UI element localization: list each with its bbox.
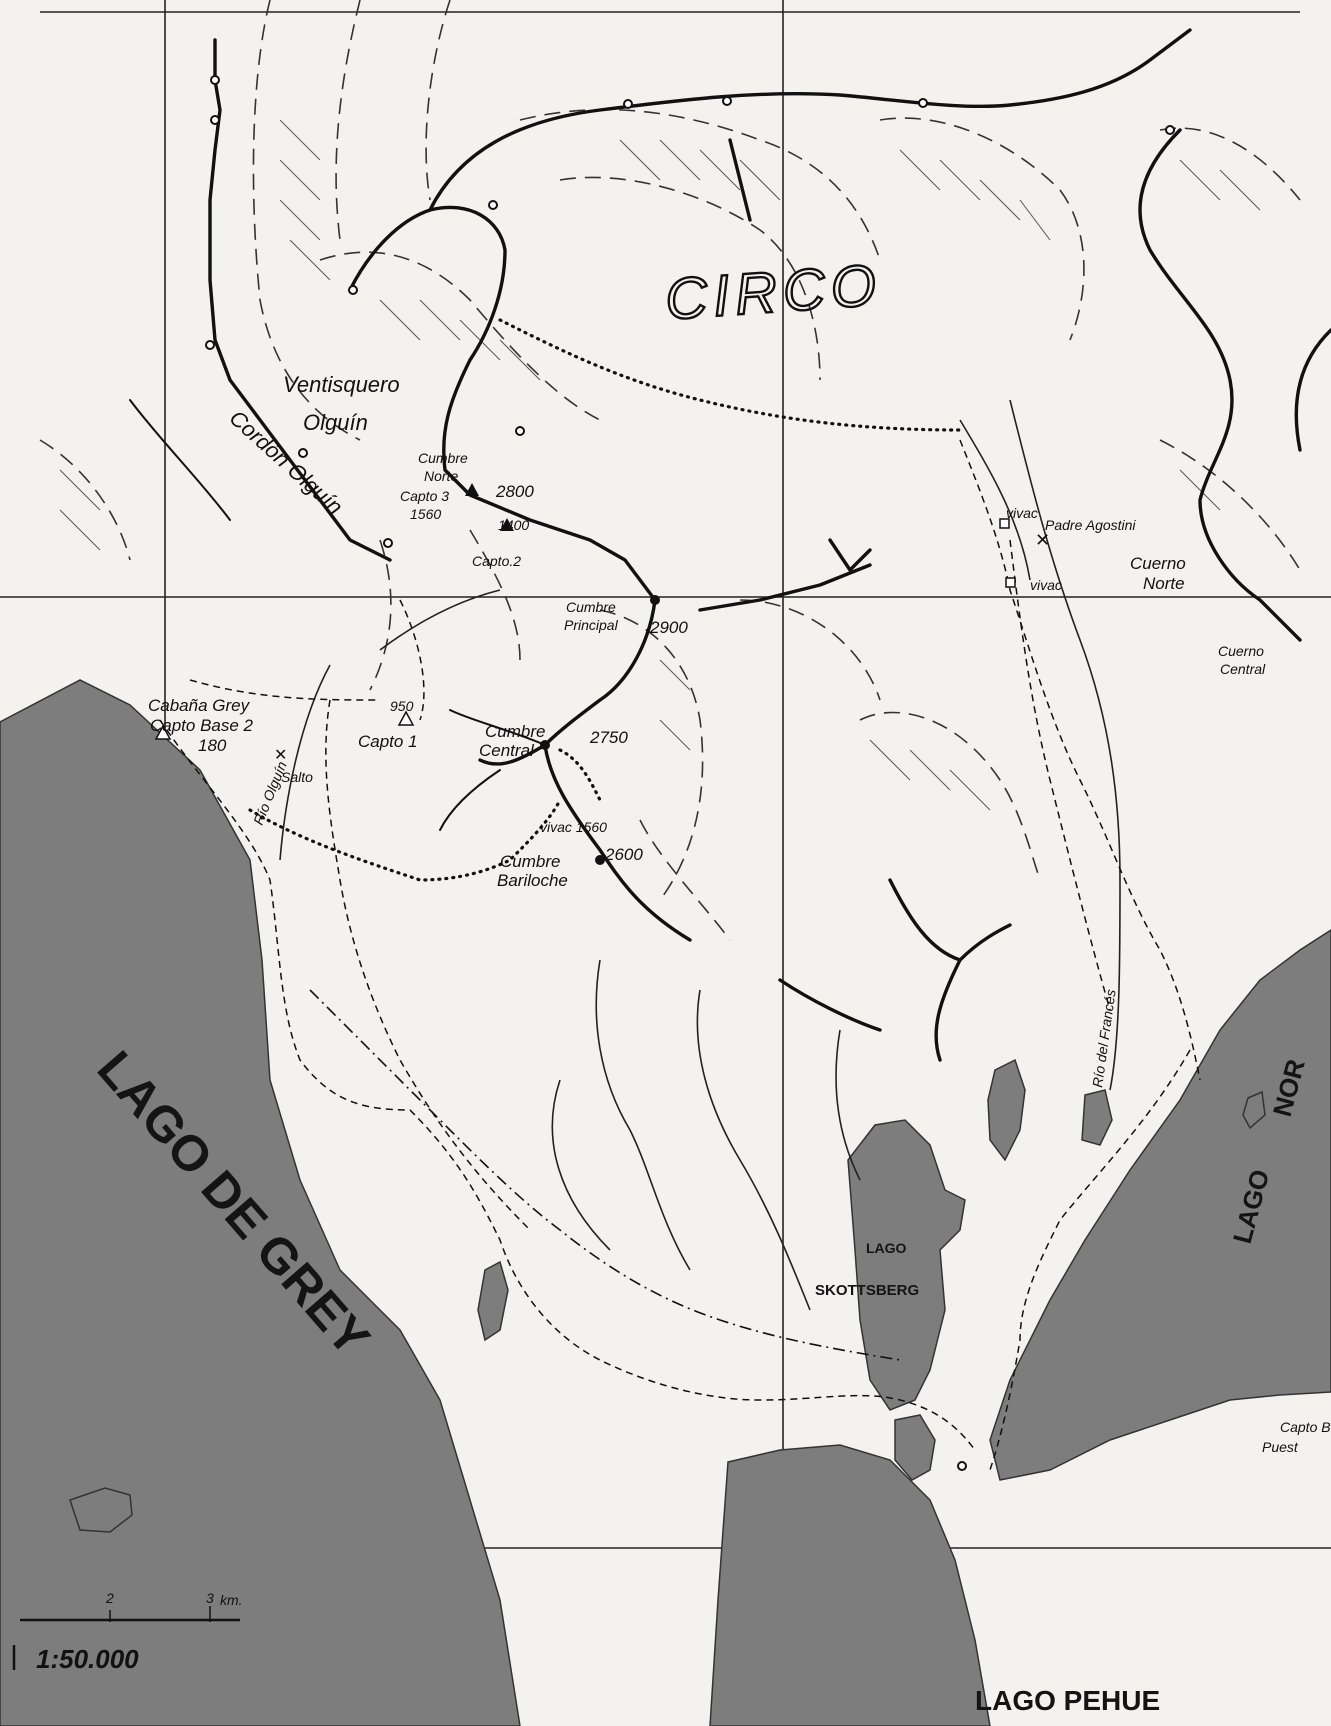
svg-text:Ventisquero: Ventisquero <box>283 372 400 397</box>
svg-text:Cumbre: Cumbre <box>500 852 560 871</box>
lago-small-4 <box>69 1487 133 1533</box>
svg-text:Cuerno: Cuerno <box>1130 554 1186 573</box>
svg-text:Central: Central <box>1220 661 1266 677</box>
lago-pehoe-shape <box>709 1444 991 1726</box>
lago-skottsberg-label-1: LAGO <box>866 1240 907 1256</box>
svg-text:Capto 1: Capto 1 <box>358 732 418 751</box>
lago-small-2 <box>1081 1089 1113 1146</box>
svg-text:Cabaña Grey: Cabaña Grey <box>148 696 251 715</box>
svg-text:2750: 2750 <box>589 728 628 747</box>
svg-text:Puest: Puest <box>1262 1439 1299 1455</box>
peak-markers: ✕ ✕ <box>154 75 1175 1471</box>
trails <box>159 318 1201 1471</box>
svg-text:1560: 1560 <box>410 506 441 522</box>
rivers <box>279 399 1121 1311</box>
square-icon <box>1005 577 1016 588</box>
svg-text:Capto B: Capto B <box>1280 1419 1331 1435</box>
ridges <box>129 28 1331 1062</box>
svg-text:Central: Central <box>479 741 535 760</box>
svg-text:2600: 2600 <box>604 845 643 864</box>
svg-text:Capto Base 2: Capto Base 2 <box>150 716 254 735</box>
svg-text:Cuerno: Cuerno <box>1218 643 1264 659</box>
svg-text:vivac: vivac <box>1006 505 1038 521</box>
triangle-icon <box>154 724 172 740</box>
svg-text:vivac: vivac <box>1030 577 1062 593</box>
lago-small-3 <box>477 1260 509 1342</box>
lago-nordenskjold-shape <box>989 929 1331 1481</box>
triangle-icon <box>500 518 514 531</box>
svg-text:1400: 1400 <box>498 517 529 533</box>
triangle-icon <box>465 483 479 496</box>
triangle-icon <box>397 710 415 726</box>
svg-text:Bariloche: Bariloche <box>497 871 568 890</box>
svg-text:2900: 2900 <box>649 618 688 637</box>
svg-text:Padre Agostini: Padre Agostini <box>1045 517 1136 533</box>
cross-icon: ✕ <box>1035 530 1050 551</box>
dot-icon <box>650 595 660 605</box>
svg-text:Olguín: Olguín <box>303 410 368 435</box>
svg-text:950: 950 <box>390 698 414 714</box>
square-icon <box>999 518 1010 529</box>
dot-icon <box>540 740 550 750</box>
lago-skottsberg-south <box>894 1414 936 1481</box>
scale-unit: km. <box>220 1592 243 1608</box>
svg-text:2800: 2800 <box>495 482 534 501</box>
svg-text:Capto.2: Capto.2 <box>472 553 521 569</box>
svg-text:Cumbre: Cumbre <box>566 599 616 615</box>
svg-text:180: 180 <box>198 736 227 755</box>
dot-icon <box>595 855 605 865</box>
lago-small-5 <box>1242 1090 1266 1130</box>
svg-text:Norte: Norte <box>424 468 458 484</box>
svg-text:Salto: Salto <box>281 769 313 785</box>
lago-skottsberg-shape <box>847 1119 966 1411</box>
svg-text:Cumbre: Cumbre <box>485 722 545 741</box>
lago-skottsberg-label-2: SKOTTSBERG <box>815 1282 919 1299</box>
lago-pehoe-label: LAGO PEHUE <box>975 1685 1160 1716</box>
cross-icon: ✕ <box>274 745 287 764</box>
lago-small-1 <box>987 1058 1026 1162</box>
svg-text:Cumbre: Cumbre <box>418 450 468 466</box>
svg-text:Capto 3: Capto 3 <box>400 488 449 504</box>
scale-tick-left: 2 <box>105 1590 114 1606</box>
svg-text:vivac 1560: vivac 1560 <box>540 819 607 835</box>
svg-text:Principal: Principal <box>564 617 619 633</box>
scale-tick-right: 3 <box>206 1590 214 1606</box>
svg-text:Norte: Norte <box>1143 574 1185 593</box>
lakes <box>0 679 1331 1726</box>
scale-text: 1:50.000 <box>36 1644 139 1674</box>
scale-bar: 2 3 km. 1:50.000 <box>12 1590 243 1674</box>
